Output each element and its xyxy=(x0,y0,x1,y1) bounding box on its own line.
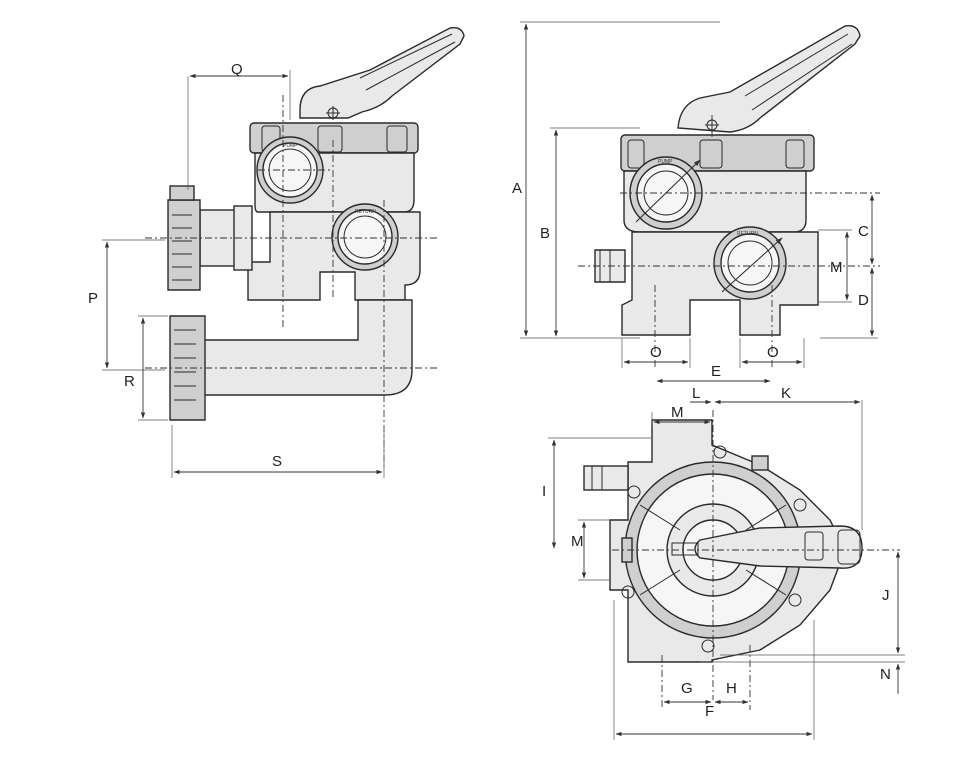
screws xyxy=(621,445,807,653)
side-view: PUMP RETURN xyxy=(88,26,465,478)
dim-label-c: C xyxy=(858,223,869,240)
dim-label-s: S xyxy=(272,453,282,470)
dim-label-m-left: M xyxy=(571,533,584,550)
union-nut-lower xyxy=(169,315,206,421)
dim-label-o-right: O xyxy=(767,344,779,361)
union-nut-upper xyxy=(167,185,201,291)
top-view: L K M I M J N G H F xyxy=(542,385,905,740)
front-view: PUMP RETURN A B C D M O xyxy=(512,21,880,384)
dim-label-l: L xyxy=(692,385,700,402)
front-handle xyxy=(677,25,861,133)
dim-label-o-left: O xyxy=(650,344,662,361)
valve-handle xyxy=(299,26,465,120)
bypass-pipe xyxy=(199,299,413,396)
dim-label-r: R xyxy=(124,373,135,390)
dim-label-m-top: M xyxy=(671,404,684,421)
dim-label-e: E xyxy=(711,363,721,380)
dim-label-n: N xyxy=(880,666,891,683)
dim-label-a: A xyxy=(512,180,522,197)
return-port-mark: RETURN xyxy=(355,209,376,215)
front-return-mark: RETURN xyxy=(737,231,758,237)
dim-label-p: P xyxy=(88,290,98,307)
pump-port-mark: PUMP xyxy=(283,143,298,149)
dim-label-h: H xyxy=(726,680,737,697)
dim-label-k: K xyxy=(781,385,791,402)
dim-label-j: J xyxy=(882,587,890,604)
return-port: RETURN xyxy=(331,203,399,271)
dim-label-f: F xyxy=(705,703,714,720)
dim-label-d: D xyxy=(858,292,869,309)
dim-label-i: I xyxy=(542,483,546,500)
dim-label-g: G xyxy=(681,680,693,697)
front-pump-mark: PUMP xyxy=(658,159,673,165)
dim-label-m-front: M xyxy=(830,259,843,276)
dim-label-b: B xyxy=(540,225,550,242)
dim-label-q: Q xyxy=(231,61,243,78)
